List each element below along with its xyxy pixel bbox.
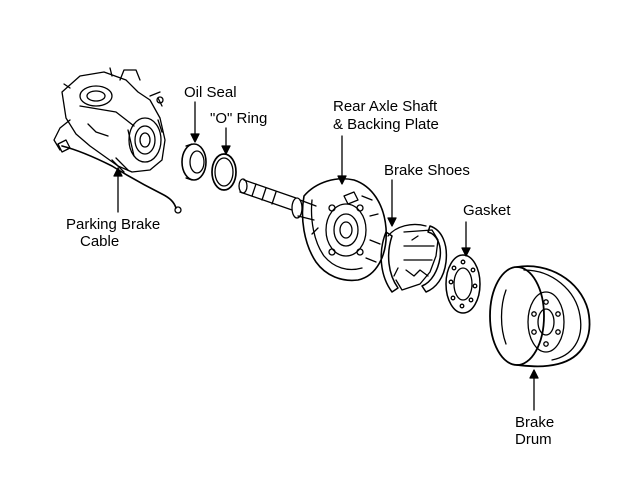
label-parking-brake-line2: Cable bbox=[80, 233, 120, 250]
o-ring bbox=[211, 153, 237, 191]
gasket bbox=[445, 254, 481, 314]
label-rear-axle-line1: Rear Axle Shaft bbox=[333, 98, 438, 115]
leader-lines bbox=[113, 101, 539, 411]
label-gasket: Gasket bbox=[463, 202, 511, 219]
label-brake-drum-line1: Brake bbox=[515, 414, 555, 431]
label-oil-seal: Oil Seal bbox=[184, 84, 237, 101]
oil-seal bbox=[181, 143, 207, 181]
label-rear-axle-line2: & Backing Plate bbox=[333, 116, 439, 133]
axle-shaft bbox=[238, 178, 317, 221]
backing-plate bbox=[301, 178, 387, 282]
label-o-ring: "O" Ring bbox=[210, 110, 268, 127]
label-brake-drum-line2: Drum bbox=[515, 431, 552, 448]
label-parking-brake-line1: Parking Brake bbox=[66, 216, 161, 233]
parking-brake-cable bbox=[57, 139, 182, 214]
brake-shoes bbox=[380, 223, 448, 293]
axle-housing bbox=[53, 67, 166, 173]
brake-drum bbox=[489, 265, 591, 368]
label-brake-shoes: Brake Shoes bbox=[384, 162, 470, 179]
